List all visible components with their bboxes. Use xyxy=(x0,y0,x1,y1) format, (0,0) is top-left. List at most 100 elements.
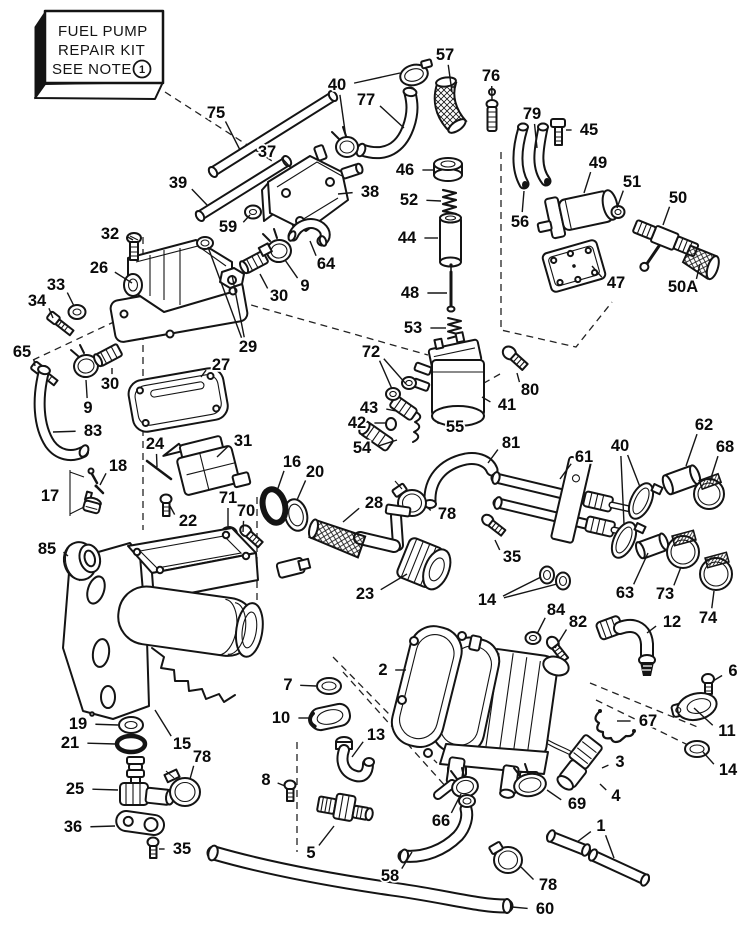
callout-67: 67 xyxy=(617,710,659,732)
fuel-tube-75 xyxy=(207,90,339,178)
callout-8: 8 xyxy=(260,769,286,791)
part-number-16: 16 xyxy=(283,453,301,471)
callout-26: 26 xyxy=(88,257,133,284)
part-number-66: 66 xyxy=(432,812,450,830)
fuel-line-assembly-61 xyxy=(490,455,636,544)
callout-28: 28 xyxy=(342,492,385,523)
worm-clamp-74 xyxy=(699,551,733,591)
part-number-40: 40 xyxy=(611,437,629,455)
leader-line-21 xyxy=(87,742,117,745)
callout-53: 53 xyxy=(402,317,446,339)
part-number-62: 62 xyxy=(695,416,713,434)
part-number-27: 27 xyxy=(212,356,230,374)
part-number-9: 9 xyxy=(300,277,309,295)
leader-line-43 xyxy=(386,408,397,412)
part-number-79: 79 xyxy=(523,105,541,123)
leader-line-23 xyxy=(380,573,408,591)
leader-line-16 xyxy=(276,470,285,492)
link-plate-36 xyxy=(115,810,166,836)
hose-58 xyxy=(397,794,476,864)
callout-41: 41 xyxy=(481,394,518,416)
callout-69: 69 xyxy=(546,789,588,815)
callout-7: 7 xyxy=(282,674,317,696)
leader-line-64 xyxy=(309,240,317,257)
part-number-80: 80 xyxy=(521,381,539,399)
part-number-11: 11 xyxy=(718,722,735,740)
callout-21: 21 xyxy=(59,732,117,754)
leader-line-78 xyxy=(520,866,535,880)
hose-13 xyxy=(335,736,375,783)
callout-52: 52 xyxy=(398,189,442,211)
part-number-63: 63 xyxy=(616,584,634,602)
primer-solenoid-31 xyxy=(162,435,252,496)
callout-38: 38 xyxy=(337,181,381,203)
wire-clip-67 xyxy=(594,709,636,744)
leader-line-81 xyxy=(487,449,499,464)
leader-line-51 xyxy=(616,190,624,209)
leader-line-28 xyxy=(342,507,360,523)
sleeve-63 xyxy=(634,532,670,560)
part-number-26: 26 xyxy=(90,259,108,277)
leader-line-29 xyxy=(207,246,243,338)
part-number-30: 30 xyxy=(270,287,288,305)
part-number-31: 31 xyxy=(234,432,252,450)
part-number-14: 14 xyxy=(478,591,497,609)
leader-line-32 xyxy=(126,235,134,241)
callout-66: 66 xyxy=(430,793,462,832)
part-number-82: 82 xyxy=(569,613,587,631)
part-number-50A: 50A xyxy=(668,278,698,296)
oring-7 xyxy=(316,677,342,695)
filter-cup-assembly-41 xyxy=(411,331,485,443)
callout-5: 5 xyxy=(305,825,335,864)
callout-82: 82 xyxy=(554,611,589,649)
callout-3: 3 xyxy=(601,751,626,773)
part-number-58: 58 xyxy=(381,867,399,885)
callout-49: 49 xyxy=(583,152,609,194)
callout-10: 10 xyxy=(270,707,312,729)
screw-34 xyxy=(46,310,75,337)
bracket-15 xyxy=(62,527,312,720)
leader-line-1 xyxy=(604,835,615,859)
elbow-fitting-12 xyxy=(595,615,656,676)
oring-21 xyxy=(114,733,148,755)
screw-45 xyxy=(550,118,566,146)
leader-line-5 xyxy=(318,825,335,846)
grommet-10 xyxy=(308,702,351,732)
fitting-76 xyxy=(485,88,499,132)
strainer-and-connector-28-23 xyxy=(307,503,452,591)
part-number-67: 67 xyxy=(639,712,657,730)
fuel-hoses-1 xyxy=(546,829,651,887)
callout-1: 1 xyxy=(576,815,615,859)
part-number-18: 18 xyxy=(109,457,127,475)
hose-clamp-78-bottom xyxy=(488,841,523,874)
leader-line-9 xyxy=(284,259,299,279)
leader-line-37 xyxy=(280,157,292,169)
leader-line-4 xyxy=(599,783,607,791)
callout-84: 84 xyxy=(536,599,568,635)
part-number-56: 56 xyxy=(511,213,529,231)
fuel-line-fitting-50 xyxy=(632,219,700,272)
part-number-52: 52 xyxy=(400,191,418,209)
leader-line-47 xyxy=(591,265,603,278)
screw-35-right xyxy=(481,513,507,537)
washers-72 xyxy=(385,376,417,401)
pin-24 xyxy=(145,459,173,481)
pump-assembly-37-38 xyxy=(261,144,364,232)
callout-37: 37 xyxy=(256,141,292,169)
hose-clamp-78-mid xyxy=(391,480,427,517)
part-number-13: 13 xyxy=(367,726,385,744)
part-number-51: 51 xyxy=(623,173,641,191)
part-number-24: 24 xyxy=(146,435,165,453)
leader-line-33 xyxy=(66,292,75,307)
leader-line-14 xyxy=(503,583,558,599)
part-number-48: 48 xyxy=(401,284,419,302)
leader-line-82 xyxy=(554,629,568,649)
needle-and-seat-17 xyxy=(69,467,102,516)
note-box: FUEL PUMP REPAIR KIT SEE NOTE 1 xyxy=(34,9,165,100)
callout-11: 11 xyxy=(693,707,737,742)
fuel-pump-assembly-2 xyxy=(390,625,573,800)
screw-70 xyxy=(239,524,264,549)
leader-line-63 xyxy=(633,552,649,585)
part-number-29: 29 xyxy=(239,338,257,356)
